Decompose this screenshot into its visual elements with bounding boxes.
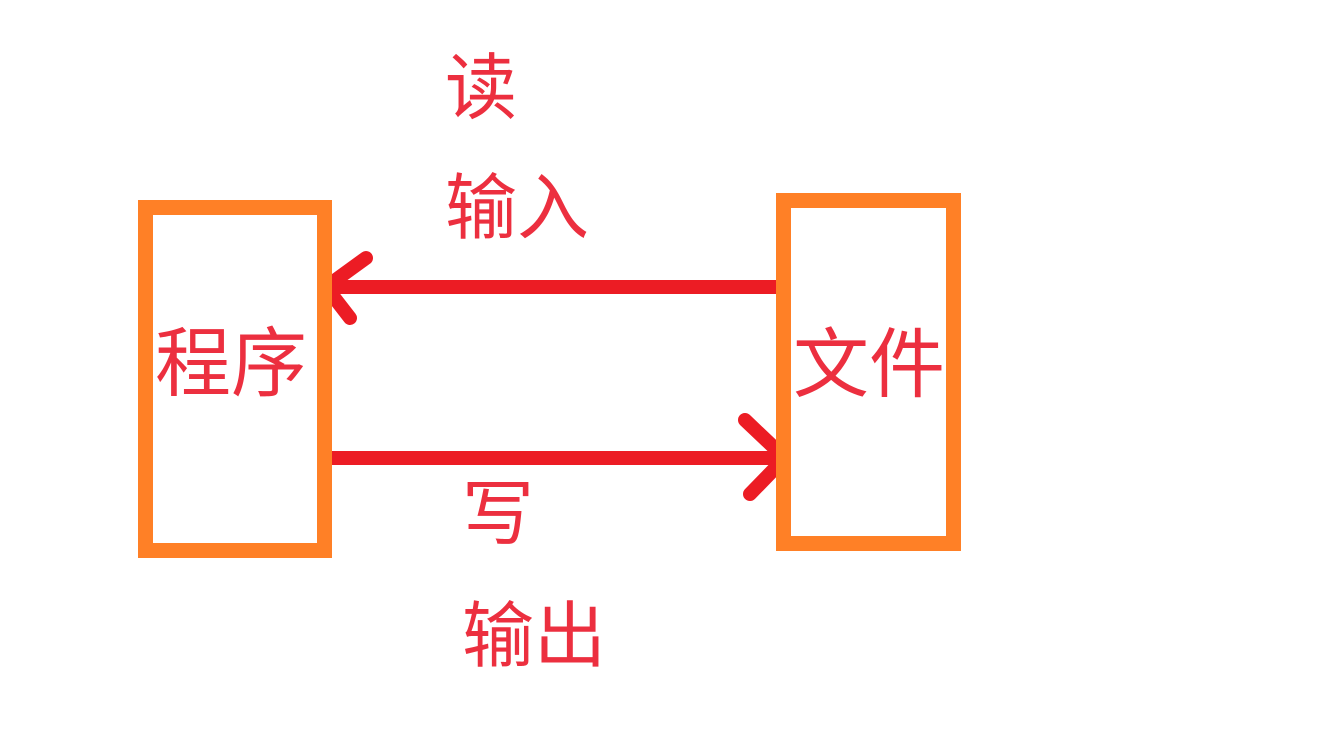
input-label: 输入 — [445, 166, 590, 250]
read-label: 读 — [445, 46, 518, 130]
file-label: 文件 — [793, 320, 945, 409]
read-arrow — [319, 251, 785, 325]
program-box — [138, 200, 332, 558]
output-label: 输出 — [462, 594, 607, 678]
program-label: 程序 — [155, 319, 307, 408]
file-box — [776, 193, 961, 551]
write-label: 写 — [462, 472, 535, 556]
write-arrow — [308, 413, 792, 501]
